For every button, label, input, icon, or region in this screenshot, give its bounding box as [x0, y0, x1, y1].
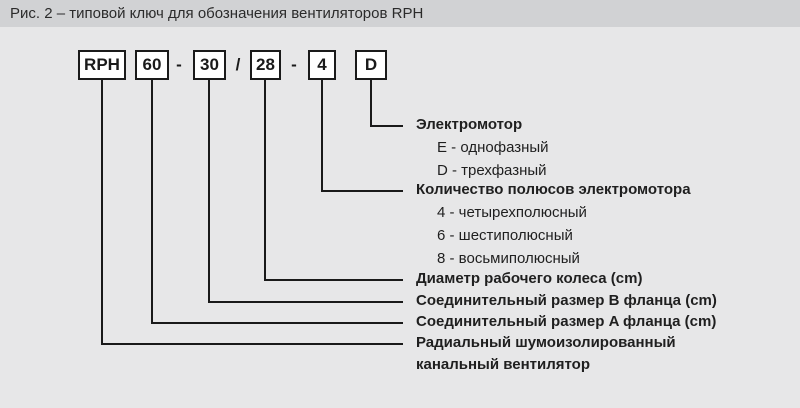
- label-fan-type: Радиальный шумоизолированный канальный в…: [416, 334, 676, 373]
- label-poles-option-8: 8 - восьмиполюсный: [437, 250, 580, 267]
- connector-line-motor: [370, 80, 403, 127]
- code-separator-slash: /: [235, 55, 241, 74]
- code-box-series: RPH: [78, 50, 126, 80]
- label-poles-option-4: 4 - четырехполюсный: [437, 204, 587, 221]
- label-impeller-diameter: Диаметр рабочего колеса (cm): [416, 270, 643, 287]
- label-motor-option-e: E - однофазный: [437, 139, 549, 156]
- code-separator-dash-2: -: [291, 55, 297, 74]
- connector-line-flange-b: [208, 80, 403, 303]
- label-poles-heading: Количество полюсов электромотора: [416, 181, 691, 198]
- label-flange-a-size: Соединительный размер A фланца (cm): [416, 313, 717, 330]
- connector-line-poles: [321, 80, 403, 192]
- code-separator-dash-1: -: [176, 55, 182, 74]
- label-poles-option-6: 6 - шестиполюсный: [437, 227, 573, 244]
- code-box-impeller: 28: [250, 50, 281, 80]
- code-box-flange-b: 30: [193, 50, 226, 80]
- figure-caption: Рис. 2 – типовой ключ для обозначения ве…: [10, 5, 424, 22]
- label-flange-b-size: Соединительный размер B фланца (cm): [416, 292, 717, 309]
- label-motor-heading: Электромотор: [416, 116, 523, 133]
- code-box-motor: D: [355, 50, 387, 80]
- figure-caption-bar: Рис. 2 – типовой ключ для обозначения ве…: [0, 0, 800, 27]
- connector-line-impeller: [264, 80, 403, 281]
- code-box-flange-a: 60: [135, 50, 169, 80]
- label-motor-option-d: D - трехфазный: [437, 162, 547, 179]
- connector-line-flange-a: [151, 80, 403, 324]
- code-box-poles: 4: [308, 50, 336, 80]
- connector-line-fan-type: [101, 80, 403, 345]
